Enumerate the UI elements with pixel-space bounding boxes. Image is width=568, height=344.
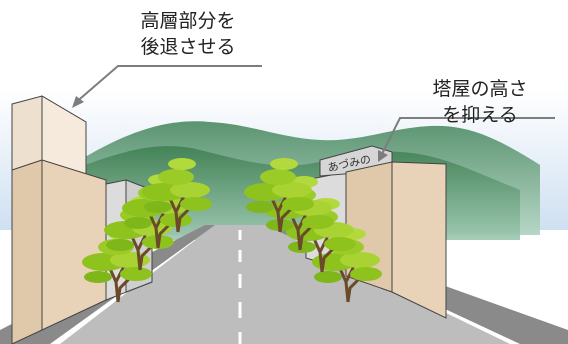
building-left-front <box>11 159 107 344</box>
callout-left-line2: 後退させる <box>140 36 236 58</box>
callout-setback-upper-floors: 高層部分を 後退させる <box>118 8 258 60</box>
building-left-back <box>11 95 87 179</box>
road <box>60 225 510 344</box>
leader-line-right <box>379 117 555 159</box>
callout-right-line2: を抑える <box>442 104 518 126</box>
leader-line-left <box>73 65 262 105</box>
leader-arrowhead-left <box>72 96 84 108</box>
callout-right-line1: 塔屋の高さ <box>432 78 528 100</box>
callout-left-line1: 高層部分を <box>140 10 236 32</box>
leader-arrowhead-right <box>378 150 388 162</box>
callout-limit-penthouse-height: 塔屋の高さ を抑える <box>410 76 550 128</box>
